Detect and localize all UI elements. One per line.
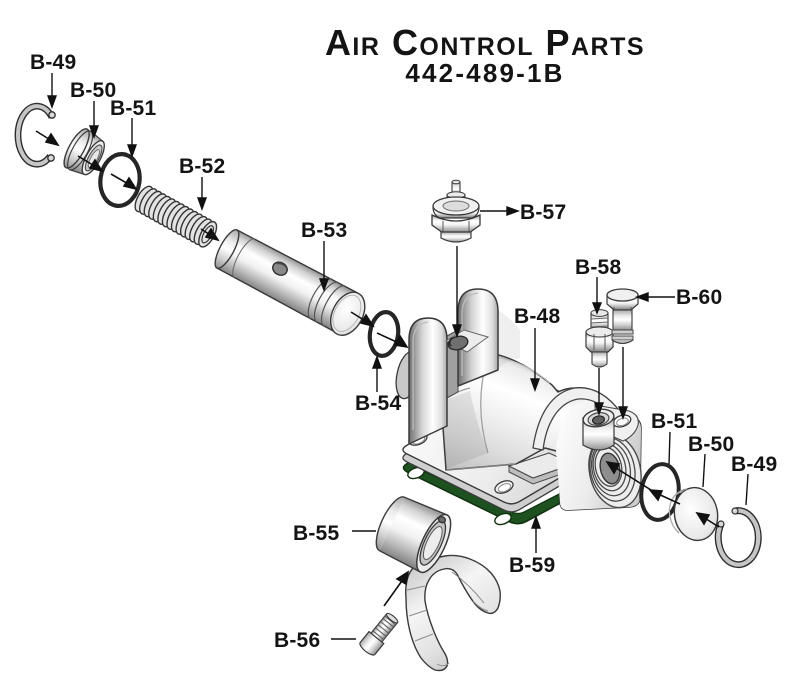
svg-text:Air Control Parts: Air Control Parts <box>325 22 645 63</box>
svg-text:B-55: B-55 <box>293 522 339 545</box>
svg-text:B-59: B-59 <box>509 554 555 577</box>
svg-text:B-50: B-50 <box>70 79 116 102</box>
svg-text:B-51: B-51 <box>110 97 156 120</box>
svg-text:B-58: B-58 <box>575 256 621 279</box>
svg-text:B-49: B-49 <box>731 453 777 476</box>
svg-text:B-51: B-51 <box>651 410 697 433</box>
svg-text:B-57: B-57 <box>520 201 566 224</box>
svg-text:B-52: B-52 <box>179 155 225 178</box>
svg-text:442-489-1B: 442-489-1B <box>405 58 564 88</box>
svg-text:B-56: B-56 <box>274 629 320 652</box>
svg-text:B-60: B-60 <box>676 286 722 309</box>
svg-text:B-48: B-48 <box>514 305 560 328</box>
svg-text:B-53: B-53 <box>301 219 347 242</box>
svg-text:B-50: B-50 <box>688 433 734 456</box>
svg-text:B-54: B-54 <box>355 392 401 415</box>
svg-text:B-49: B-49 <box>30 51 76 74</box>
